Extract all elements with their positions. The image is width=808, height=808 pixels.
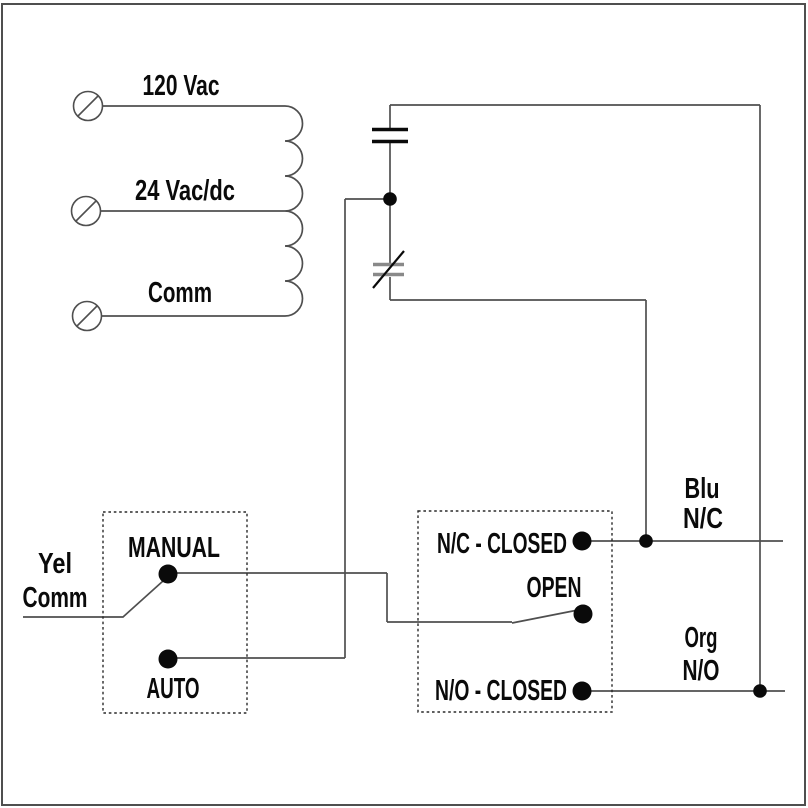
open-contact-dot [573, 604, 593, 624]
dots [158, 192, 767, 701]
blu-wire-label: Blu [685, 473, 720, 505]
common-wire-color-label: Yel [38, 548, 72, 580]
power-terminals [70, 90, 104, 332]
nc-contact-dot [572, 531, 592, 551]
capacitor-icon [372, 127, 408, 144]
manual-contact-dot [158, 564, 178, 584]
nc-output-label: N/C [683, 503, 723, 535]
terminal-24vac-label: 24 Vac/dc [135, 175, 235, 207]
auto-label: AUTO [147, 673, 200, 705]
terminal-120vac-label: 120 Vac [143, 70, 220, 102]
terminal-comm-label: Comm [148, 277, 212, 309]
open-label: OPEN [527, 572, 582, 604]
diagram-border [1, 3, 806, 806]
no-closed-label: N/O - CLOSED [435, 675, 567, 707]
wires [23, 104, 785, 692]
labels: 120 Vac 24 Vac/dc Comm Yel Comm MANUAL A… [23, 70, 724, 707]
relay-contact-box [417, 510, 613, 713]
auto-contact-dot [158, 649, 178, 669]
screw-terminal-icon [72, 90, 104, 122]
screw-terminal-icon [71, 300, 103, 332]
nc-closed-label: N/C - CLOSED [437, 528, 567, 560]
manual-label: MANUAL [128, 532, 220, 564]
common-wire-name-label: Comm [23, 582, 88, 614]
junction-dot [383, 192, 397, 206]
mode-switch-arm [23, 580, 164, 618]
mode-switch-box [102, 511, 248, 714]
no-contact-dot [572, 681, 592, 701]
org-wire-label: Org [685, 622, 718, 654]
screw-terminal-icon [70, 195, 102, 227]
relay-switch-arm [511, 609, 579, 624]
junction-dot [753, 684, 767, 698]
nc-contact-slash [372, 250, 405, 289]
no-output-label: N/O [683, 655, 720, 687]
junction-dot [639, 534, 653, 548]
nc-contact-icon [372, 250, 405, 289]
transformer-coil-icon [284, 105, 304, 317]
